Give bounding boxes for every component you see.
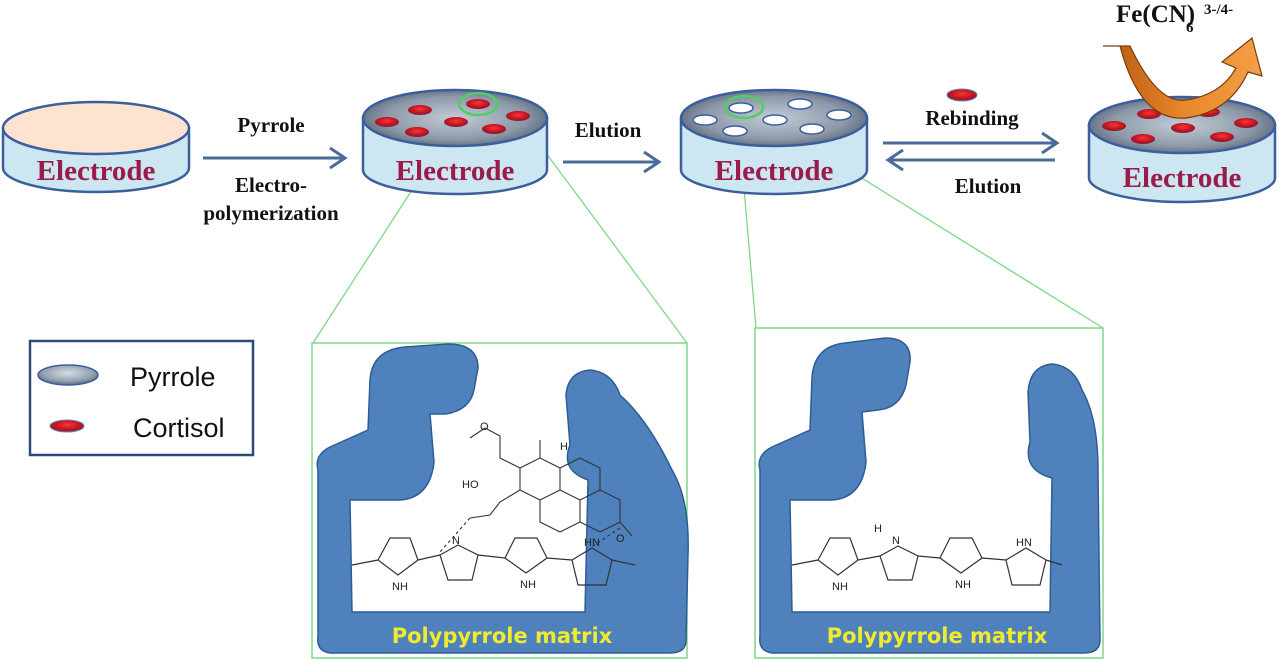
legend-pyrrole-swatch (37, 364, 99, 386)
chem-label-nh: NH (392, 581, 408, 593)
arrow-elution-back (885, 148, 1055, 172)
redox-probe-label: Fe(CN) 6 3-/4- (1116, 1, 1233, 36)
probe-subscript: 6 (1186, 20, 1194, 36)
chem-label-nh: NH (832, 581, 848, 593)
panel-right: NH H N NH HN Polypyrrole matrix (754, 327, 1104, 659)
step-label-elution: Elution (575, 118, 642, 142)
chem-label-ho: HO (462, 479, 479, 491)
polypyrrole-chain-left (351, 537, 636, 586)
electrode-bare: Electrode (1, 100, 191, 194)
chem-label-hn: HN (584, 537, 600, 549)
arrow-elution (563, 150, 662, 174)
electrode-label: Electrode (396, 155, 515, 187)
arrow-polymerization (203, 146, 348, 170)
step-label-polymerization: polymerization (203, 201, 339, 225)
panel-left: HO O O H NH N NH HN Polypyrrole matrix (311, 342, 689, 659)
electrode-label: Electrode (715, 155, 834, 187)
imprinted-cavities (692, 98, 852, 137)
electrode-polymerized: Electrode (361, 88, 549, 196)
step-label-electro: Electro- (235, 173, 307, 197)
chem-label-n: N (892, 535, 900, 547)
step-label-elution-back: Elution (955, 174, 1022, 198)
zoom-highlight (457, 91, 499, 117)
step-label-pyrrole: Pyrrole (237, 113, 304, 137)
electrode-label: Electrode (1123, 162, 1242, 194)
electrode-label: Electrode (37, 155, 156, 187)
cortisol-dots (375, 99, 530, 137)
polypyrrole-chain-right (791, 537, 1063, 586)
step-label-rebinding: Rebinding (925, 106, 1019, 130)
chem-label-hn: HN (1016, 537, 1032, 549)
cortisol-molecule (946, 88, 978, 102)
chem-label-o: O (480, 421, 489, 433)
probe-charge: 3-/4- (1204, 2, 1233, 18)
chem-label-nh: NH (520, 579, 536, 591)
legend-cortisol-swatch (49, 419, 85, 433)
probe-formula: Fe(CN) (1116, 1, 1195, 28)
legend: Pyrrole Cortisol (28, 339, 255, 457)
legend-cortisol-label: Cortisol (133, 413, 225, 443)
zoom-highlight (723, 94, 765, 120)
chem-label-ketone: O (616, 533, 625, 545)
polypyrrole-matrix-right (758, 337, 1101, 654)
redox-probe-arrow (1103, 36, 1263, 119)
chem-label-h: H (560, 441, 568, 453)
electrode-rebound: Electrode (1087, 95, 1277, 204)
polypyrrole-matrix-left (316, 343, 689, 654)
chem-label-h: H (874, 523, 882, 535)
electrode-eluted: Electrode (679, 88, 869, 196)
legend-pyrrole-label: Pyrrole (130, 362, 216, 392)
chem-label-nh: NH (955, 579, 971, 591)
matrix-label-left: Polypyrrole matrix (392, 624, 613, 648)
matrix-label-right: Polypyrrole matrix (827, 624, 1048, 648)
chem-label-n: N (452, 535, 460, 547)
cortisol-structure (439, 427, 633, 553)
cortisol-dots (1102, 107, 1258, 144)
arrow-rebinding (883, 131, 1060, 155)
